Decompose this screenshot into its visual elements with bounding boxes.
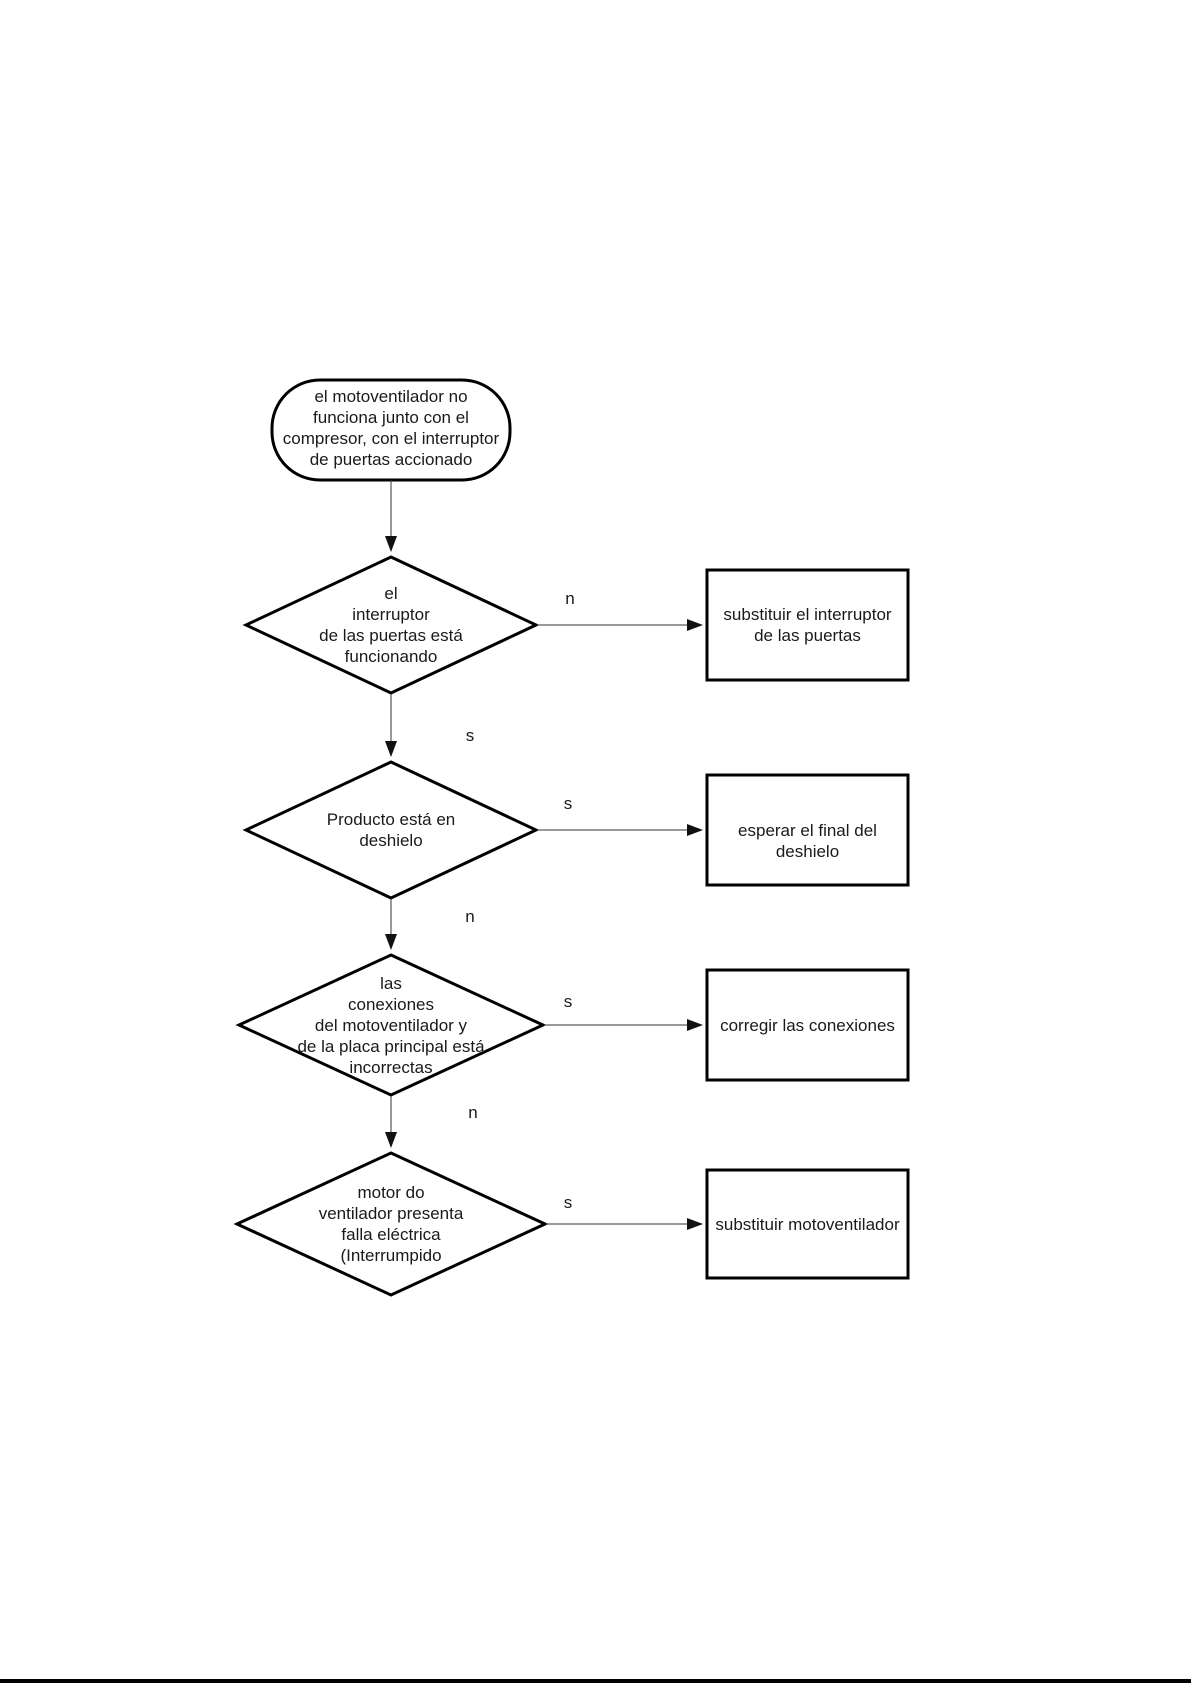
decision-3-diamond-shape — [235, 953, 547, 1097]
action-3-box-shape — [705, 968, 910, 1082]
branch-label-decision-1-down: s — [465, 726, 475, 745]
decision-1-label: el interruptor de las puertas está funci… — [319, 584, 463, 666]
action-2-box-shape — [705, 773, 910, 887]
action-1-label: substituir el interruptor de las puertas — [723, 605, 892, 645]
bottom-page-rule — [0, 1679, 1191, 1683]
branch-label-decision-3-down: n — [468, 1103, 478, 1122]
action-4-label: substituir motoventilador — [715, 1215, 900, 1234]
decision-4-label: motor do ventilador presenta falla eléct… — [318, 1183, 464, 1265]
branch-label-decision-1-side: n — [565, 589, 575, 608]
start-terminator-label: el motoventilador no funciona junto con … — [282, 387, 500, 469]
decision-2-label: Producto está en deshielo — [326, 810, 456, 850]
decision-1-diamond-shape — [242, 555, 540, 695]
branch-label-decision-3-side: s — [563, 992, 573, 1011]
action-2-label: esperar el final del deshielo — [738, 821, 877, 861]
action-3-label: corregir las conexiones — [720, 1016, 895, 1035]
action-4-box-shape — [705, 1168, 910, 1280]
action-1-box-shape — [705, 568, 910, 682]
branch-label-decision-2-down: n — [465, 907, 475, 926]
branch-label-decision-2-side: s — [563, 794, 573, 813]
branch-label-decision-4-side: s — [563, 1193, 573, 1212]
decision-4-diamond-shape — [233, 1151, 549, 1297]
decision-3-label: las conexiones del motoventilador y de l… — [297, 974, 485, 1077]
decision-2-diamond-shape — [242, 760, 540, 900]
